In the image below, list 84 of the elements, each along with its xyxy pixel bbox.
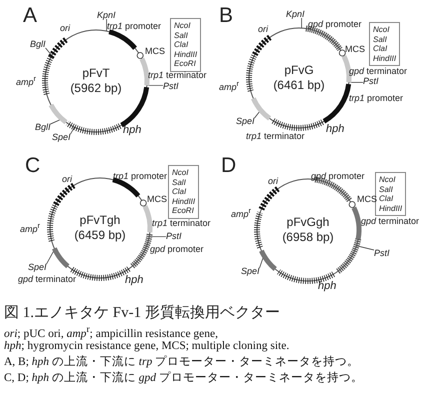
enzyme-label: SpeI — [28, 263, 47, 272]
gene-label: amp$^{r}$ — [16, 75, 36, 87]
legend-text: ori; pUC ori, amp$^{r}$; ampicillin resistance gene, — [4, 325, 218, 340]
gene-label: ori — [60, 24, 70, 33]
restriction-site-label: ClaI — [373, 44, 388, 54]
leader-line — [50, 118, 62, 124]
enzyme-label: PstI — [166, 232, 182, 241]
panel-letter: C — [25, 155, 40, 176]
gene-label: gpd terminator — [18, 275, 76, 284]
restriction-site-box — [375, 172, 406, 216]
restriction-site-label: ClaI — [172, 187, 188, 197]
plasmid-name: pFvGgh — [286, 216, 330, 228]
enzyme-label: PstI — [163, 82, 179, 91]
restriction-site-label: NcoI — [174, 21, 192, 31]
restriction-site-box — [170, 18, 202, 72]
restriction-site-label: NcoI — [373, 25, 390, 35]
enzyme-label: BglI — [35, 123, 51, 132]
gene-label: MCS — [357, 195, 377, 204]
gene-label: amp$^{r}$ — [20, 222, 40, 234]
legend-text: hph; hygromycin resistance gene, MCS; multiple cloning site. — [4, 341, 290, 352]
restriction-site-label: HindIII — [373, 54, 396, 64]
enzyme-label: KpnI — [286, 10, 305, 19]
restriction-site-label: HindIII — [172, 196, 196, 206]
enzyme-label: BglI — [30, 40, 46, 49]
gene-label: gpd promoter — [311, 172, 365, 181]
plasmid-size: (6459 bp) — [74, 229, 126, 241]
enzyme-label: PstI — [374, 249, 390, 258]
gene-label: trp1 promoter — [107, 22, 162, 31]
restriction-site-label: SalI — [172, 178, 187, 188]
plasmid-name: pFvG — [284, 64, 314, 76]
gene-label: ori — [268, 177, 278, 186]
leader-line — [356, 245, 374, 250]
panel-letter: B — [219, 5, 234, 26]
restriction-site-label: EcoRI — [174, 59, 197, 69]
leader-line — [254, 110, 262, 118]
leader-line — [301, 18, 302, 28]
enzyme-label: SpeI — [52, 133, 71, 142]
gene-label: hph — [123, 125, 142, 136]
panel-letter: A — [23, 5, 38, 26]
restriction-site-label: SalI — [379, 184, 394, 194]
gene-label: gpd terminator — [349, 67, 408, 76]
plasmid-size: (6461 bp) — [273, 79, 325, 91]
gene-label: hph — [318, 281, 336, 292]
enzyme-label: SpeI — [236, 117, 255, 126]
plasmid-name: pFvT — [82, 67, 110, 79]
restriction-site-label: NcoI — [172, 168, 190, 178]
gene-label: gpd terminator — [361, 217, 420, 226]
restriction-site-label: EcoRI — [172, 206, 195, 216]
enzyme-label: SpeI — [241, 267, 260, 276]
plasmid-name: pFvTgh — [80, 214, 120, 226]
gene-label: trp1 terminator — [148, 71, 207, 80]
gene-label: gpd promoter — [150, 245, 204, 254]
gene-label: amp$^{r}$ — [231, 207, 252, 219]
gene-label: ori — [62, 175, 72, 184]
panel-letter: D — [221, 155, 236, 176]
restriction-site-label: HindIII — [174, 50, 198, 60]
leader-line — [106, 18, 107, 32]
restriction-site-box — [369, 22, 400, 66]
gene-label: amp$^{r}$ — [219, 80, 240, 92]
note-text: A, B; hph の上流・下流に trp プロモーター・ターミネータを持つ。 — [4, 357, 360, 368]
restriction-site-label: ClaI — [174, 40, 190, 50]
plasmid-size: (5962 bp) — [70, 82, 122, 94]
gene-label: MCS — [147, 195, 167, 204]
plasmid-size: (6958 bp) — [282, 231, 334, 243]
gene-label: hph — [326, 124, 344, 135]
enzyme-label: PstI — [363, 77, 379, 86]
restriction-site-label: SalI — [373, 34, 388, 44]
note-text: C, D; hph の上流・下流に gpd プロモーター・ターミネータを持つ。 — [4, 373, 363, 384]
gene-label: trp1 terminator — [152, 219, 211, 228]
restriction-site-box — [168, 165, 200, 219]
leader-line — [45, 48, 52, 56]
gene-label: hph — [125, 275, 144, 286]
gene-label: MCS — [145, 47, 165, 56]
enzyme-label: KpnI — [97, 11, 116, 20]
leader-line — [146, 85, 164, 86]
restriction-site-label: SalI — [174, 30, 189, 40]
restriction-site-label: NcoI — [379, 175, 396, 185]
figure-caption: 図 1.エノキタケ Fv-1 形質転換用ベクター — [4, 306, 280, 321]
gene-label: MCS — [345, 45, 365, 54]
gene-label: ori — [258, 25, 268, 34]
restriction-site-label: ClaI — [379, 194, 394, 204]
leader-line — [70, 126, 75, 134]
restriction-site-label: HindIII — [379, 204, 402, 214]
gene-label: gpd promoter — [308, 20, 362, 29]
